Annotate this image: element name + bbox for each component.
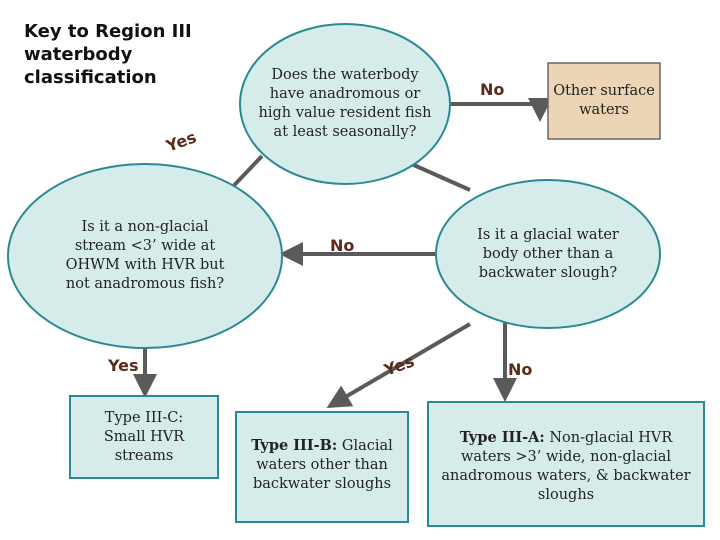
label-no-top: No bbox=[480, 80, 505, 99]
diagram-title: Key to Region III waterbody classificati… bbox=[24, 21, 192, 88]
type-iii-b-description: Glacial waters other than backwater slou… bbox=[252, 438, 393, 492]
question-ellipse-anadromous bbox=[239, 23, 451, 185]
type-iii-c-box bbox=[69, 395, 219, 479]
type-iii-a-box bbox=[427, 401, 705, 527]
type-iii-a-heading: Type III-A: bbox=[459, 429, 545, 446]
type-iii-c-description: Small HVR streams bbox=[103, 428, 185, 464]
type-iii-b-text: Type III-B: Glacial waters other than ba… bbox=[244, 418, 400, 516]
question-text-glacial: Is it a glacial water body other than a … bbox=[477, 226, 619, 281]
question-text-nonglacial: Is it a non-glacial stream <3’ wide at O… bbox=[65, 219, 225, 292]
type-iii-c-heading: Type III-C: bbox=[104, 409, 184, 426]
label-no-right: No bbox=[508, 360, 533, 379]
other-surface-waters-text: Other surface waters bbox=[553, 83, 655, 118]
label-no-middle: No bbox=[330, 236, 355, 255]
arrow-q2-to-type-b bbox=[326, 322, 472, 409]
arrow-q1-to-other bbox=[448, 98, 552, 122]
label-yes-left: Yes bbox=[108, 356, 139, 375]
type-iii-a-text: Type III-A: Non-glacial HVR waters >3’ w… bbox=[436, 408, 696, 520]
other-surface-waters-box bbox=[547, 62, 661, 140]
question-ellipse-nonglacial bbox=[7, 163, 283, 349]
question-ellipse-glacial bbox=[435, 179, 661, 329]
question-text-anadromous: Does the waterbody have anadromous or hi… bbox=[258, 67, 432, 140]
type-iii-c-text: Type III-C: Small HVR streams bbox=[74, 400, 214, 474]
type-iii-b-heading: Type III-B: bbox=[251, 437, 338, 454]
type-iii-b-box bbox=[235, 411, 409, 523]
type-iii-a-description: Non-glacial HVR waters >3’ wide, non-gla… bbox=[441, 430, 691, 503]
